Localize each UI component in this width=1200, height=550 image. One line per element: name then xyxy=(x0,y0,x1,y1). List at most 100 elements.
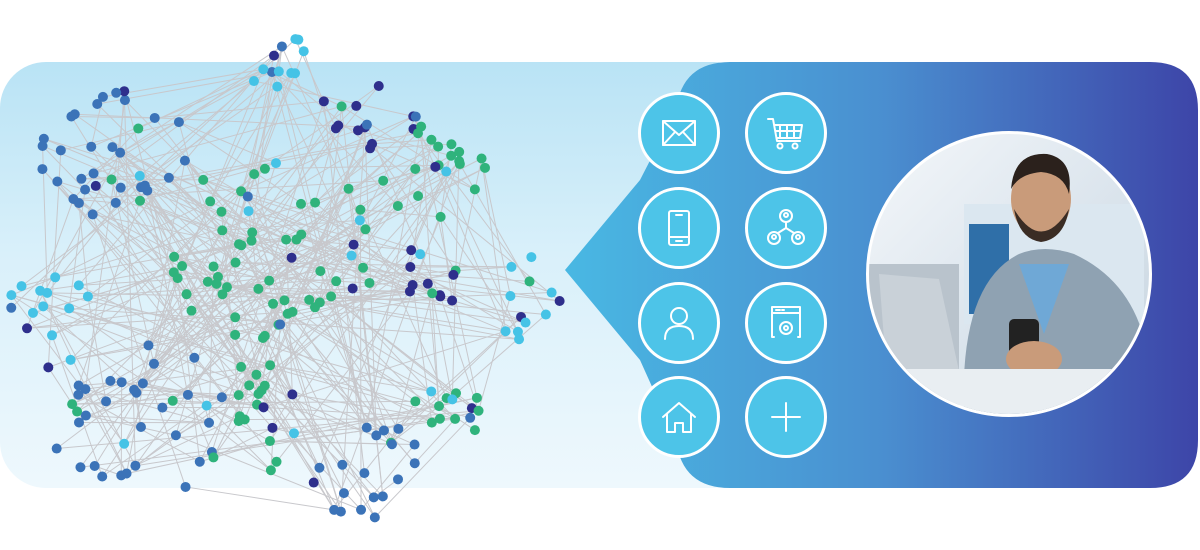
network-node xyxy=(361,422,372,433)
network-edge xyxy=(372,139,432,145)
network-edge xyxy=(244,418,440,420)
add-button[interactable] xyxy=(745,376,827,458)
network-node xyxy=(230,312,241,323)
network-edge xyxy=(213,420,240,458)
network-edge xyxy=(318,171,447,468)
network-edge xyxy=(111,179,155,364)
network-edge xyxy=(263,406,456,420)
network-node xyxy=(52,176,63,187)
network-edge xyxy=(440,216,519,333)
network-node xyxy=(182,389,193,400)
network-node xyxy=(276,41,287,52)
shopping-cart-button[interactable] xyxy=(745,92,827,174)
network-node xyxy=(106,174,117,185)
network-edge xyxy=(184,160,411,292)
network-node xyxy=(315,266,326,277)
network-node xyxy=(259,380,270,391)
network-node xyxy=(348,239,359,250)
network-edge xyxy=(371,143,457,271)
network-edge xyxy=(135,363,155,394)
network-edge xyxy=(293,427,367,434)
network-node xyxy=(413,128,424,139)
network-edge xyxy=(191,167,486,312)
network-node xyxy=(208,452,219,463)
network-node xyxy=(217,225,228,236)
network-edge xyxy=(81,46,283,180)
network-node xyxy=(116,377,127,388)
network-node xyxy=(101,396,112,407)
network-edge xyxy=(21,276,56,287)
network-node xyxy=(286,252,297,263)
network-node xyxy=(473,405,484,416)
network-node xyxy=(247,227,258,238)
network-node xyxy=(22,323,33,334)
network-edge xyxy=(85,388,210,424)
network-edge xyxy=(235,323,281,336)
network-edge xyxy=(32,271,174,314)
network-node xyxy=(6,290,17,301)
network-edge xyxy=(319,205,399,303)
network-node xyxy=(512,326,523,337)
network-node xyxy=(410,163,421,174)
network-node xyxy=(43,362,54,373)
network-node xyxy=(447,394,458,405)
network-node xyxy=(413,191,424,202)
network-edge xyxy=(240,191,399,430)
network-edge xyxy=(43,138,170,179)
network-edge xyxy=(412,284,560,302)
network-node xyxy=(92,99,103,110)
network-node xyxy=(64,303,75,314)
home-icon xyxy=(662,402,696,433)
network-node xyxy=(393,474,404,485)
network-node xyxy=(236,186,247,197)
network-node xyxy=(281,234,292,245)
network-edge xyxy=(54,200,211,278)
browser-settings-button[interactable] xyxy=(745,282,827,364)
shopping-cart-icon xyxy=(767,118,803,150)
network-node xyxy=(377,491,388,502)
network-node xyxy=(446,150,457,161)
network-node xyxy=(73,389,84,400)
network-edge xyxy=(414,418,456,464)
network-edge xyxy=(70,290,411,361)
network-node xyxy=(469,184,480,195)
mobile-button[interactable] xyxy=(638,187,720,269)
network-edge xyxy=(417,132,530,282)
network-node xyxy=(119,438,130,449)
mail-button[interactable] xyxy=(638,92,720,174)
network-node xyxy=(406,245,417,256)
user-network-button[interactable] xyxy=(745,187,827,269)
network-edge xyxy=(21,190,148,287)
network-node xyxy=(86,141,97,152)
network-edge xyxy=(269,440,393,445)
user-button[interactable] xyxy=(638,282,720,364)
network-node xyxy=(410,111,421,122)
network-node xyxy=(465,412,476,423)
network-node xyxy=(211,278,222,289)
network-edge xyxy=(51,115,414,336)
network-node xyxy=(258,64,269,75)
network-edge xyxy=(71,244,354,405)
network-edge xyxy=(264,335,433,424)
network-edge xyxy=(264,124,368,386)
network-node xyxy=(469,425,480,436)
network-edge xyxy=(78,385,127,474)
network-edge xyxy=(341,105,447,172)
network-node xyxy=(392,200,403,211)
home-button[interactable] xyxy=(638,376,720,458)
network-node xyxy=(347,283,358,294)
network-node xyxy=(326,291,337,302)
network-node xyxy=(169,251,180,262)
network-edge xyxy=(184,160,441,420)
network-node xyxy=(267,422,278,433)
network-edge xyxy=(10,294,125,445)
network-edge xyxy=(153,147,371,365)
user-network-icon xyxy=(767,209,805,245)
network-node xyxy=(514,334,525,345)
network-edge xyxy=(360,444,415,511)
network-edge xyxy=(78,265,183,286)
network-node xyxy=(361,119,372,130)
network-edge xyxy=(133,69,264,390)
network-edge xyxy=(238,303,274,422)
network-node xyxy=(329,504,340,515)
